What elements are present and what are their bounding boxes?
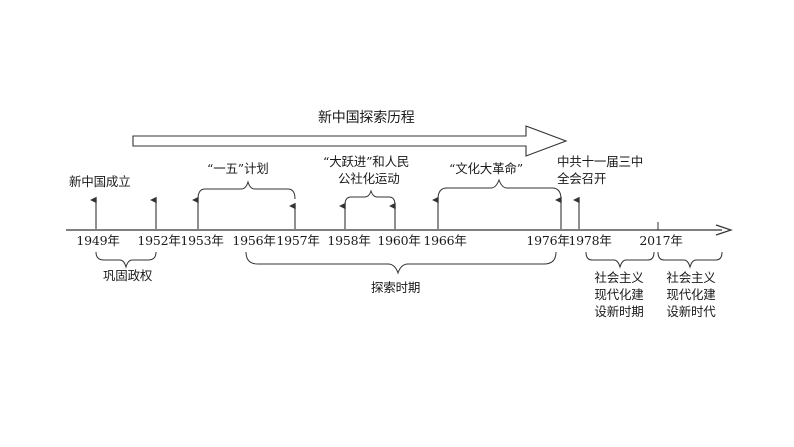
period-label-new-era: 社会主义 现代化建 设新时代 bbox=[666, 270, 715, 321]
event-label-cultural-revolution: “文化大革命” bbox=[449, 161, 523, 176]
year-label-1958: 1958年 bbox=[327, 233, 371, 248]
period-label-new-era-line2: 现代化建 bbox=[666, 286, 716, 302]
year-label-1976: 1976年 bbox=[526, 233, 570, 248]
period-label-new-period-line3: 设新时期 bbox=[594, 303, 644, 319]
event-label-great-leap: “大跃进”和人民 公社化运动 bbox=[323, 154, 410, 186]
year-label-1953: 1953年 bbox=[180, 233, 224, 248]
period-label-new-period: 社会主义 现代化建 设新时期 bbox=[594, 270, 643, 321]
brace-five-year-plan bbox=[197, 180, 296, 200]
year-label-1956: 1956年 bbox=[232, 233, 276, 248]
year-label-1966: 1966年 bbox=[423, 233, 467, 248]
period-label-new-period-line2: 现代化建 bbox=[594, 286, 644, 302]
event-label-great-leap-line2: 公社化运动 bbox=[338, 170, 400, 186]
year-label-1952: 1952年 bbox=[137, 233, 181, 248]
brace-new-period bbox=[585, 251, 655, 269]
period-label-new-period-line1: 社会主义 bbox=[594, 270, 644, 285]
event-label-third-plenum-line1: 中共十一届三中 bbox=[557, 154, 644, 169]
year-label-1960: 1960年 bbox=[377, 233, 421, 248]
period-label-new-era-line3: 设新时代 bbox=[666, 303, 716, 319]
period-label-new-era-line1: 社会主义 bbox=[666, 270, 716, 285]
brace-exploration bbox=[245, 251, 557, 275]
period-label-exploration: 探索时期 bbox=[371, 280, 421, 295]
year-label-1978: 1978年 bbox=[568, 233, 612, 248]
brace-new-era bbox=[657, 251, 723, 269]
brace-great-leap bbox=[344, 189, 396, 206]
event-label-founding: 新中国成立 bbox=[69, 174, 131, 189]
brace-cultural-revolution bbox=[437, 178, 562, 200]
brace-consolidation bbox=[95, 251, 157, 269]
timeline-axis-arrowhead bbox=[715, 224, 733, 236]
period-label-consolidation: 巩固政权 bbox=[103, 268, 153, 283]
year-label-1957: 1957年 bbox=[276, 233, 320, 248]
diagram-title: 新中国探索历程 bbox=[318, 110, 415, 126]
direction-arrow bbox=[132, 125, 568, 157]
event-label-third-plenum: 中共十一届三中 全会召开 bbox=[557, 154, 644, 186]
event-label-third-plenum-line2: 全会召开 bbox=[557, 170, 607, 186]
event-label-great-leap-line1: “大跃进”和人民 bbox=[323, 154, 410, 169]
event-label-five-year-plan: “一五”计划 bbox=[207, 161, 269, 176]
year-label-1949: 1949年 bbox=[76, 233, 120, 248]
year-label-2017: 2017年 bbox=[639, 233, 683, 248]
